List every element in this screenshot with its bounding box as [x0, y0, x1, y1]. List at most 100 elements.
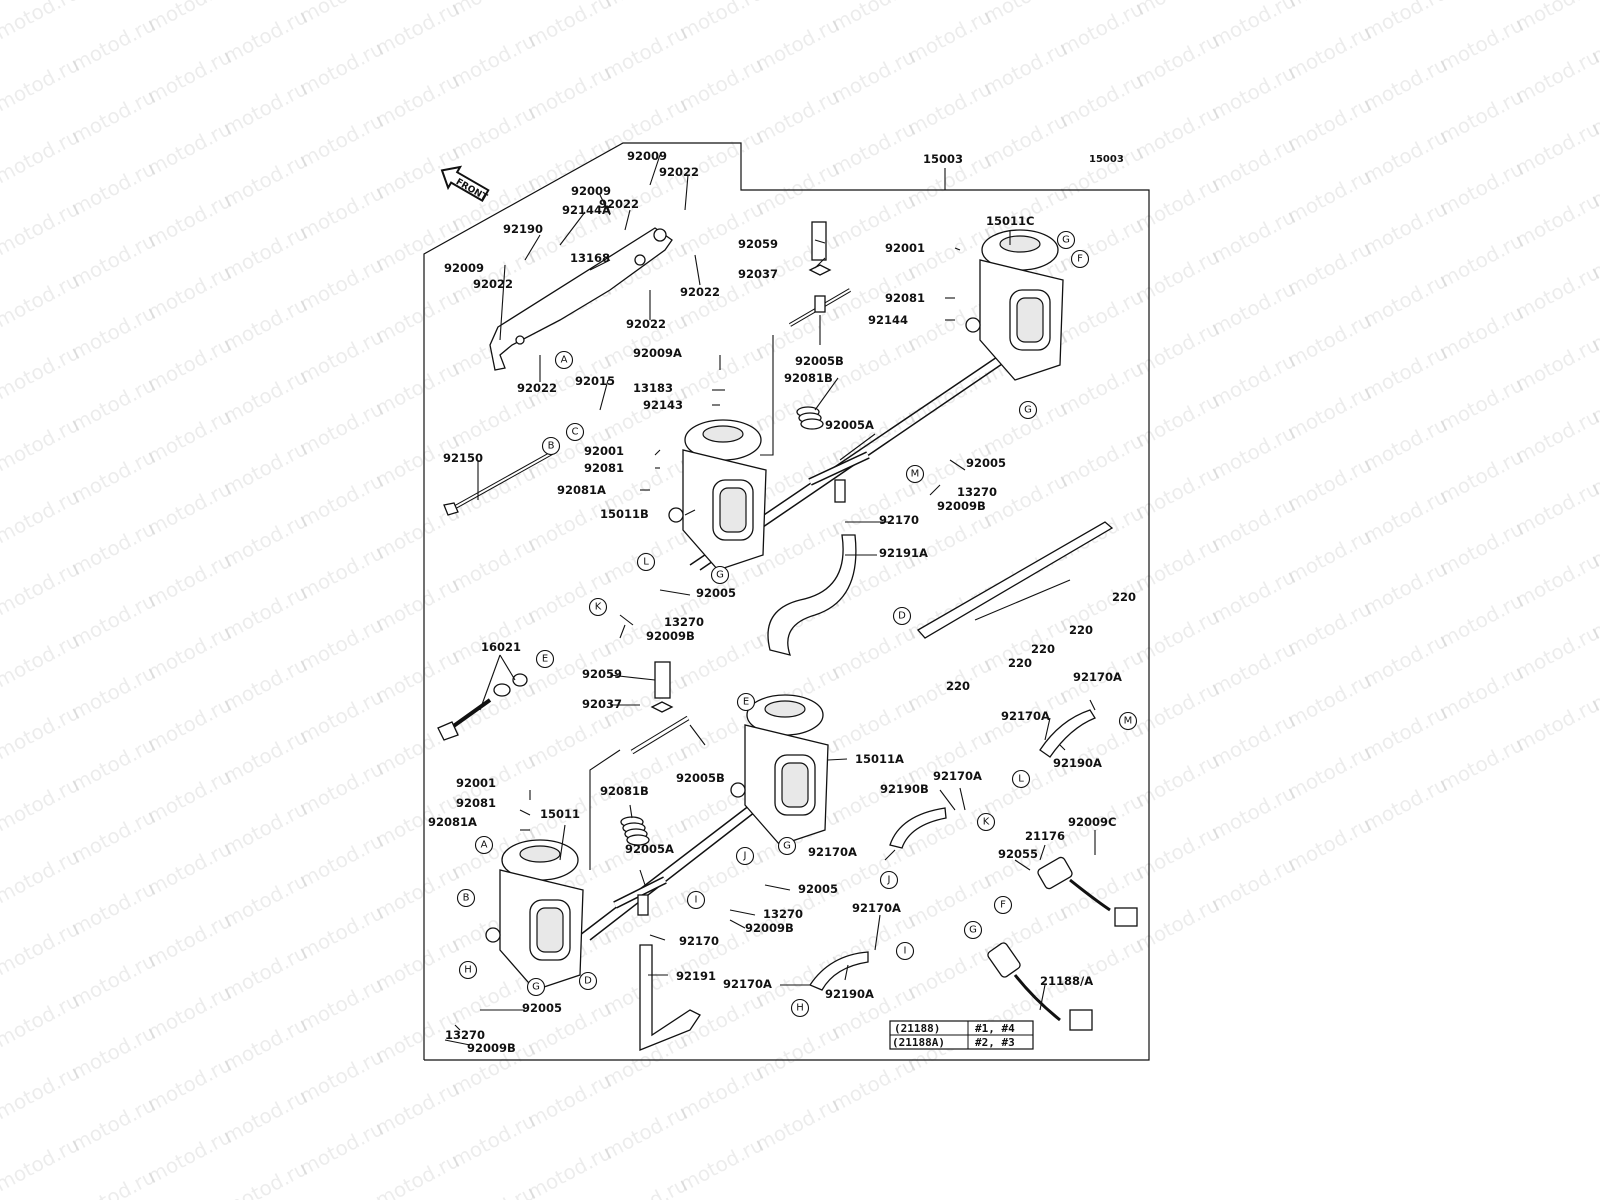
carburetor-15011 [485, 839, 584, 991]
marker-K: K [588, 597, 608, 617]
rod-92150 [443, 451, 553, 516]
bracket-13168 [489, 227, 673, 371]
part-number-label: 92191A [879, 546, 928, 560]
watermark-text: motod.ru [675, 0, 767, 44]
watermark-text: motod.ru [1511, 404, 1600, 468]
svg-text:M: M [1124, 716, 1133, 727]
part-number-label: 92009 [571, 184, 611, 198]
svg-text:K: K [983, 817, 990, 828]
part-number-label: 92009A [633, 346, 682, 360]
part-number-label: 92170A [1073, 670, 1122, 684]
watermark-text: motod.ru [1359, 0, 1451, 44]
part-number-label: 92059 [738, 237, 778, 251]
part-number-label: 220 [946, 679, 970, 693]
t-fitting-92005A-upper [808, 451, 870, 503]
watermark-text: motod.ru [599, 0, 691, 12]
marker-G: G [710, 565, 730, 585]
part-number-label: 92150 [443, 451, 483, 465]
watermark-text: motod.ru [1511, 620, 1600, 684]
hose-92191 [639, 944, 701, 1051]
marker-J: J [879, 870, 899, 890]
watermark-text: motod.ru [143, 0, 235, 36]
marker-I: I [895, 941, 915, 961]
marker-L: L [636, 552, 656, 572]
svg-text:G: G [783, 841, 791, 852]
watermark-text: motod.ru [447, 0, 539, 20]
marker-H: H [790, 998, 810, 1018]
svg-text:D: D [898, 611, 906, 622]
hose-92190B [889, 807, 947, 849]
part-number-label: 92037 [738, 267, 778, 281]
part-number-label: 21176 [1025, 829, 1065, 843]
part-number-label: 92144 [868, 313, 908, 327]
svg-text:A: A [561, 355, 568, 366]
svg-text:G: G [969, 925, 977, 936]
spring-92081B-upper [796, 406, 824, 430]
svg-text:L: L [1018, 774, 1024, 785]
svg-text:I: I [904, 946, 907, 957]
part-number-label: 13168 [570, 251, 610, 265]
part-number-label: 92009 [444, 261, 484, 275]
part-number-label: 13270 [664, 615, 704, 629]
marker-M: M [1118, 711, 1138, 731]
hose-92191A [767, 534, 857, 656]
part-labels: 15003 15003 92009 92022 92009 92144A 920… [428, 149, 1136, 1055]
bracket-plate [916, 521, 1114, 639]
part-number-label: 92022 [517, 381, 557, 395]
part-number-label: 92170A [852, 901, 901, 915]
link-pipe-lower [589, 661, 690, 870]
watermark-text: motod.ru [67, 0, 159, 4]
marker-J: J [735, 846, 755, 866]
part-number-label: 92022 [626, 317, 666, 331]
marker-G: G [777, 836, 797, 856]
part-number-label: 92170A [1001, 709, 1050, 723]
svg-text:G: G [1062, 235, 1070, 246]
part-number-label: 92170A [933, 769, 982, 783]
marker-I: I [686, 890, 706, 910]
part-number-label: 92081A [557, 483, 606, 497]
marker-F: F [993, 895, 1013, 915]
assembly-frame [423, 142, 1150, 1061]
table-cell-part: (21188) [894, 1022, 940, 1035]
svg-text:M: M [911, 469, 920, 480]
svg-text:D: D [584, 976, 592, 987]
watermark-text: motod.ru [1511, 188, 1600, 252]
watermark-text: motod.ru [1511, 332, 1600, 396]
part-number-label: 13270 [445, 1028, 485, 1042]
watermark-text: motod.ru [1511, 692, 1600, 756]
part-number-label: 92001 [885, 241, 925, 255]
svg-text:G: G [1024, 405, 1032, 416]
part-number-label: 92022 [659, 165, 699, 179]
part-number-label: 15011A [855, 752, 904, 766]
svg-text:E: E [542, 654, 548, 665]
part-number-label: 92190A [825, 987, 874, 1001]
part-number-label: 92170 [879, 513, 919, 527]
marker-H: H [458, 960, 478, 980]
part-number-label: 92005 [522, 1001, 562, 1015]
part-number-label: 15011C [986, 214, 1034, 228]
marker-D: D [578, 971, 598, 991]
part-number-label: 92059 [582, 667, 622, 681]
svg-text:F: F [1077, 254, 1083, 265]
watermark-text: motod.ru [1511, 260, 1600, 324]
part-number-label: 13270 [957, 485, 997, 499]
t-fitting-92005A-lower [613, 876, 667, 916]
sensor-21188 [987, 942, 1093, 1031]
marker-E: E [736, 692, 756, 712]
svg-text:G: G [532, 982, 540, 993]
svg-text:J: J [743, 851, 747, 862]
marker-K: K [976, 812, 996, 832]
marker-B: B [456, 888, 476, 908]
fuel-pipe-lower [579, 804, 756, 941]
carburetor-15011A [730, 694, 829, 846]
svg-text:L: L [643, 557, 649, 568]
watermark-text: motod.ru [1055, 0, 1147, 60]
part-number-label: 92005 [966, 456, 1006, 470]
marker-M: M [905, 464, 925, 484]
part-number-label: 92022 [599, 197, 639, 211]
part-number-label: 92022 [473, 277, 513, 291]
svg-text:F: F [1000, 900, 1006, 911]
watermark-text: motod.ru [1511, 548, 1600, 612]
marker-G: G [526, 977, 546, 997]
part-number-label: 92009B [745, 921, 794, 935]
